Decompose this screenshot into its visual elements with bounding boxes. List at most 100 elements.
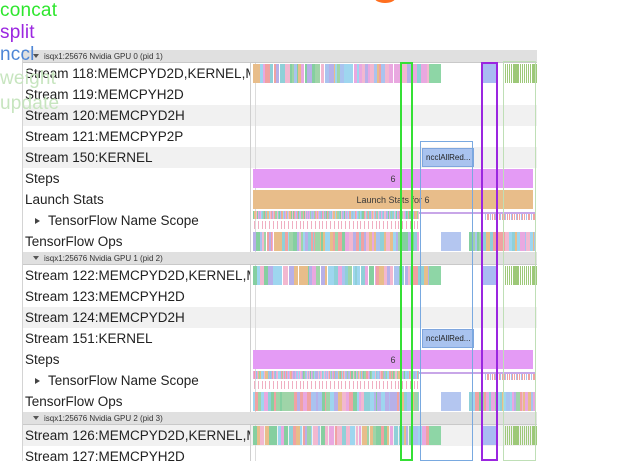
steps-bar[interactable]: 6 — [253, 350, 533, 369]
event-bars — [251, 63, 537, 84]
event-bars — [251, 210, 537, 231]
trace-row-label[interactable]: Stream 119:MEMCPYH2D — [23, 84, 251, 105]
trace-row-label[interactable]: Stream 150:KERNEL — [23, 147, 251, 168]
trace-row[interactable]: Stream 124:MEMCPYD2H — [23, 307, 537, 328]
trace-row[interactable]: TensorFlow Ops — [23, 231, 537, 252]
trace-row-track[interactable] — [251, 63, 537, 84]
timeline-gridline — [255, 286, 256, 307]
split-annotation-label: split — [0, 22, 35, 43]
nccl-allreduce-block[interactable]: ncclAllRed... — [422, 148, 474, 167]
trace-row-track[interactable]: 6 — [251, 168, 537, 189]
event-bars — [251, 189, 537, 210]
trace-viewer-panel[interactable]: isqx1:25676 Nvidia GPU 0 (pid 1)Stream 1… — [22, 50, 537, 461]
trace-row-label-text: Stream 119:MEMCPYH2D — [25, 87, 184, 102]
trace-row-label[interactable]: TensorFlow Ops — [23, 391, 251, 412]
event-bars — [251, 105, 537, 126]
trace-row-track[interactable] — [251, 84, 537, 105]
trace-row-label-text: Launch Stats — [25, 192, 104, 207]
trace-row-label[interactable]: Stream 121:MEMCPYP2P — [23, 126, 251, 147]
trace-row-label-text: Stream 150:KERNEL — [25, 150, 153, 165]
trace-row-label[interactable]: Stream 151:KERNEL — [23, 328, 251, 349]
trace-row-track[interactable]: 6 — [251, 349, 537, 370]
trace-row-label[interactable]: Steps — [23, 349, 251, 370]
trace-row-label[interactable]: Stream 120:MEMCPYD2H — [23, 105, 251, 126]
trace-row-label[interactable]: Stream 118:MEMCPYD2D,KERNEL,ME — [23, 63, 251, 84]
nccl-allreduce-block[interactable]: ncclAllRed... — [422, 329, 474, 348]
trace-row-track[interactable] — [251, 425, 537, 446]
trace-row-track[interactable]: ncclAllRed... — [251, 147, 537, 168]
trace-row-track[interactable] — [251, 391, 537, 412]
trace-row[interactable]: Stream 127:MEMCPYH2D — [23, 446, 537, 461]
trace-row[interactable]: TensorFlow Ops — [23, 391, 537, 412]
timeline-gridline — [255, 126, 256, 147]
trace-row-label[interactable]: TensorFlow Name Scope — [23, 370, 251, 391]
trace-row[interactable]: Stream 150:KERNEL ncclAllRed... — [23, 147, 537, 168]
trace-row-label[interactable]: TensorFlow Ops — [23, 231, 251, 252]
trace-row[interactable]: Stream 121:MEMCPYP2P — [23, 126, 537, 147]
gpu-group-title: isqx1:25676 Nvidia GPU 1 (pid 2) — [44, 253, 163, 263]
expand-triangle-icon[interactable] — [35, 377, 40, 384]
trace-row-label[interactable]: Stream 126:MEMCPYD2D,KERNEL,MI — [23, 425, 251, 446]
timeline-gridline — [255, 370, 256, 391]
trace-row[interactable]: Stream 123:MEMCPYH2D — [23, 286, 537, 307]
collapse-triangle-icon[interactable] — [33, 416, 39, 420]
expand-triangle-icon[interactable] — [35, 217, 40, 224]
trace-row[interactable]: TensorFlow Name Scope — [23, 210, 537, 231]
trace-row-label[interactable]: Launch Stats — [23, 189, 251, 210]
trace-row-track[interactable] — [251, 307, 537, 328]
trace-row[interactable]: Stream 126:MEMCPYD2D,KERNEL,MI — [23, 425, 537, 446]
trace-row-label[interactable]: TensorFlow Name Scope — [23, 210, 251, 231]
trace-row-track[interactable]: ncclAllRed... — [251, 328, 537, 349]
trace-row-label[interactable]: Stream 124:MEMCPYD2H — [23, 307, 251, 328]
trace-row-track[interactable] — [251, 370, 537, 391]
timeline-gridline — [255, 147, 256, 168]
gpu-group-title: isqx1:25676 Nvidia GPU 2 (pid 3) — [44, 413, 163, 423]
trace-row-label-text: Stream 120:MEMCPYD2H — [25, 108, 185, 123]
trace-row-label-text: TensorFlow Name Scope — [48, 373, 199, 388]
trace-row[interactable]: Launch Stats Launch Stats for 6 — [23, 189, 537, 210]
trace-row[interactable]: Stream 118:MEMCPYD2D,KERNEL,ME — [23, 63, 537, 84]
trace-row[interactable]: Stream 119:MEMCPYH2D — [23, 84, 537, 105]
collapse-triangle-icon[interactable] — [33, 54, 39, 58]
trace-row[interactable]: TensorFlow Name Scope — [23, 370, 537, 391]
trace-row-track[interactable] — [251, 126, 537, 147]
trace-row-track[interactable] — [251, 105, 537, 126]
timeline-gridline — [255, 446, 256, 461]
trace-row-track[interactable] — [251, 446, 537, 461]
trace-row-track[interactable] — [251, 265, 537, 286]
trace-row-label-text: TensorFlow Ops — [25, 234, 123, 249]
launch-stats-bar[interactable]: Launch Stats for 6 — [253, 190, 533, 209]
timeline-gridline — [255, 105, 256, 126]
event-bars — [251, 286, 537, 307]
trace-row[interactable]: Stream 120:MEMCPYD2H — [23, 105, 537, 126]
gpu-group-header[interactable]: isqx1:25676 Nvidia GPU 2 (pid 3) — [23, 412, 537, 425]
trace-row-label[interactable]: Stream 122:MEMCPYD2D,KERNEL,MI — [23, 265, 251, 286]
gpu-group-header[interactable]: isqx1:25676 Nvidia GPU 1 (pid 2) — [23, 252, 537, 265]
event-bars — [251, 84, 537, 105]
gpu-group-header[interactable]: isqx1:25676 Nvidia GPU 0 (pid 1) — [23, 50, 537, 63]
trace-row-label-text: TensorFlow Ops — [25, 394, 123, 409]
trace-row-label-text: Stream 121:MEMCPYP2P — [25, 129, 184, 144]
trace-row-label[interactable]: Stream 123:MEMCPYH2D — [23, 286, 251, 307]
trace-row[interactable]: Stream 151:KERNEL ncclAllRed... — [23, 328, 537, 349]
event-bars — [251, 425, 537, 446]
trace-row-track[interactable]: Launch Stats for 6 — [251, 189, 537, 210]
event-bars — [251, 307, 537, 328]
event-bars — [251, 349, 537, 370]
trace-row-label[interactable]: Steps — [23, 168, 251, 189]
event-bars — [251, 168, 537, 189]
trace-row-label-text: Stream 124:MEMCPYD2H — [25, 310, 185, 325]
event-bars — [251, 391, 537, 412]
event-bars — [251, 231, 537, 252]
concat-annotation-label: concat — [0, 0, 58, 21]
trace-row-track[interactable] — [251, 286, 537, 307]
trace-row-track[interactable] — [251, 231, 537, 252]
trace-row[interactable]: Stream 122:MEMCPYD2D,KERNEL,MI — [23, 265, 537, 286]
trace-row-label[interactable]: Stream 127:MEMCPYH2D — [23, 446, 251, 461]
steps-bar[interactable]: 6 — [253, 169, 533, 188]
trace-row-track[interactable] — [251, 210, 537, 231]
event-bars — [251, 147, 537, 168]
collapse-triangle-icon[interactable] — [33, 256, 39, 260]
